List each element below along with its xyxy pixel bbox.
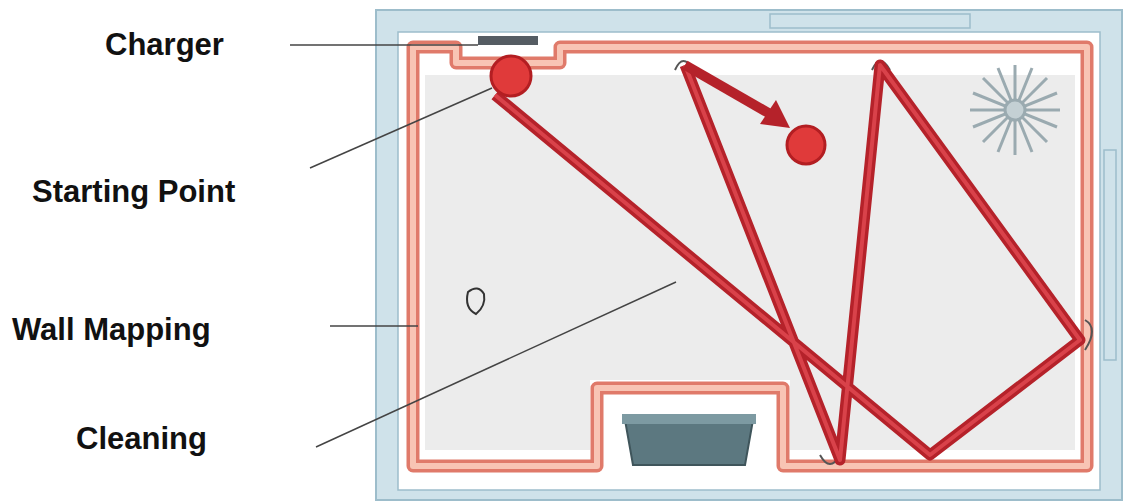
cleaning-path xyxy=(495,65,1080,460)
robot xyxy=(787,126,825,164)
cleaning-path xyxy=(495,65,1080,460)
room-floor xyxy=(398,32,1100,490)
slipper xyxy=(467,288,484,314)
arrow-head xyxy=(760,100,790,128)
cleaning-label: Cleaning xyxy=(76,422,207,456)
basket xyxy=(622,414,756,424)
plant xyxy=(970,65,1060,155)
basket xyxy=(625,420,753,465)
window xyxy=(1104,150,1116,360)
charger xyxy=(478,36,538,45)
cleaning-path xyxy=(685,65,772,115)
wall-mapping-label: Wall Mapping xyxy=(12,313,211,347)
wall-mapping-path xyxy=(413,47,1087,466)
robot-start xyxy=(491,56,531,96)
starting-point-label: Starting Point xyxy=(32,175,235,209)
window xyxy=(770,14,970,28)
wall-mapping-path xyxy=(413,47,1087,466)
charger-label: Charger xyxy=(105,28,224,62)
leader-lines xyxy=(290,45,676,447)
room-walls xyxy=(376,10,1122,500)
